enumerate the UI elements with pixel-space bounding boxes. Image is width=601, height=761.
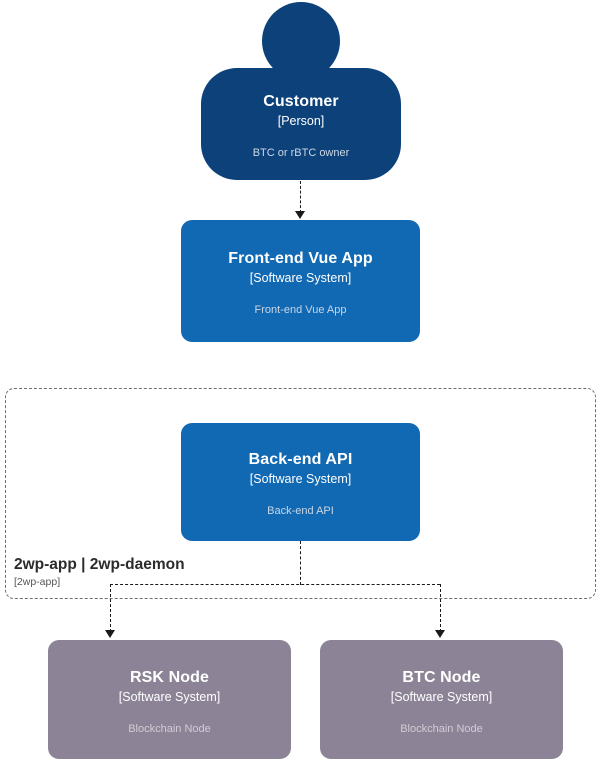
connector-customer-to-frontend [300, 181, 301, 213]
node-btc-title: BTC Node [402, 668, 481, 686]
node-backend-description: Back-end API [267, 505, 334, 517]
node-btc-description: Blockchain Node [400, 722, 483, 735]
arrowhead-backend-to-rsk [105, 630, 115, 638]
node-rsk-title: RSK Node [129, 668, 210, 686]
node-rsk-type: [Software System] [118, 689, 221, 704]
node-customer-description: BTC or rBTC owner [252, 147, 350, 159]
node-frontend-title: Front-end Vue App [228, 250, 373, 267]
node-rsk-node[interactable]: RSK Node [Software System] Blockchain No… [48, 640, 291, 759]
node-backend-title: Back-end API [248, 451, 353, 468]
node-customer-text: Customer [Person] BTC or rBTC owner [201, 92, 401, 160]
node-frontend-description: Front-end Vue App [254, 304, 347, 316]
boundary-2wp-app-label: 2wp-app | 2wp-daemon [2wp-app] [14, 555, 185, 589]
arrowhead-backend-to-btc [435, 630, 445, 638]
node-backend-type: [Software System] [249, 472, 352, 486]
node-backend-api[interactable]: Back-end API [Software System] Back-end … [181, 423, 420, 541]
node-btc-type: [Software System] [390, 689, 493, 704]
node-frontend-vue-app[interactable]: Front-end Vue App [Software System] Fron… [181, 220, 420, 342]
node-rsk-description: Blockchain Node [128, 722, 211, 735]
boundary-title: 2wp-app | 2wp-daemon [14, 556, 185, 573]
connector-backend-to-btc [440, 584, 441, 632]
person-body-shape [201, 68, 401, 180]
boundary-type: [2wp-app] [14, 576, 61, 588]
node-customer-type: [Person] [277, 114, 325, 128]
connector-backend-to-rsk [110, 584, 111, 632]
node-customer[interactable]: Customer [Person] BTC or rBTC owner [201, 0, 401, 180]
boundary-2wp-app [5, 388, 596, 599]
arrowhead-customer-to-frontend [295, 211, 305, 219]
connector-backend-split [110, 584, 440, 585]
connector-backend-trunk [300, 541, 301, 585]
node-customer-title: Customer [263, 93, 339, 110]
node-frontend-type: [Software System] [249, 271, 352, 285]
node-btc-node[interactable]: BTC Node [Software System] Blockchain No… [320, 640, 563, 759]
person-head-icon [262, 2, 340, 80]
